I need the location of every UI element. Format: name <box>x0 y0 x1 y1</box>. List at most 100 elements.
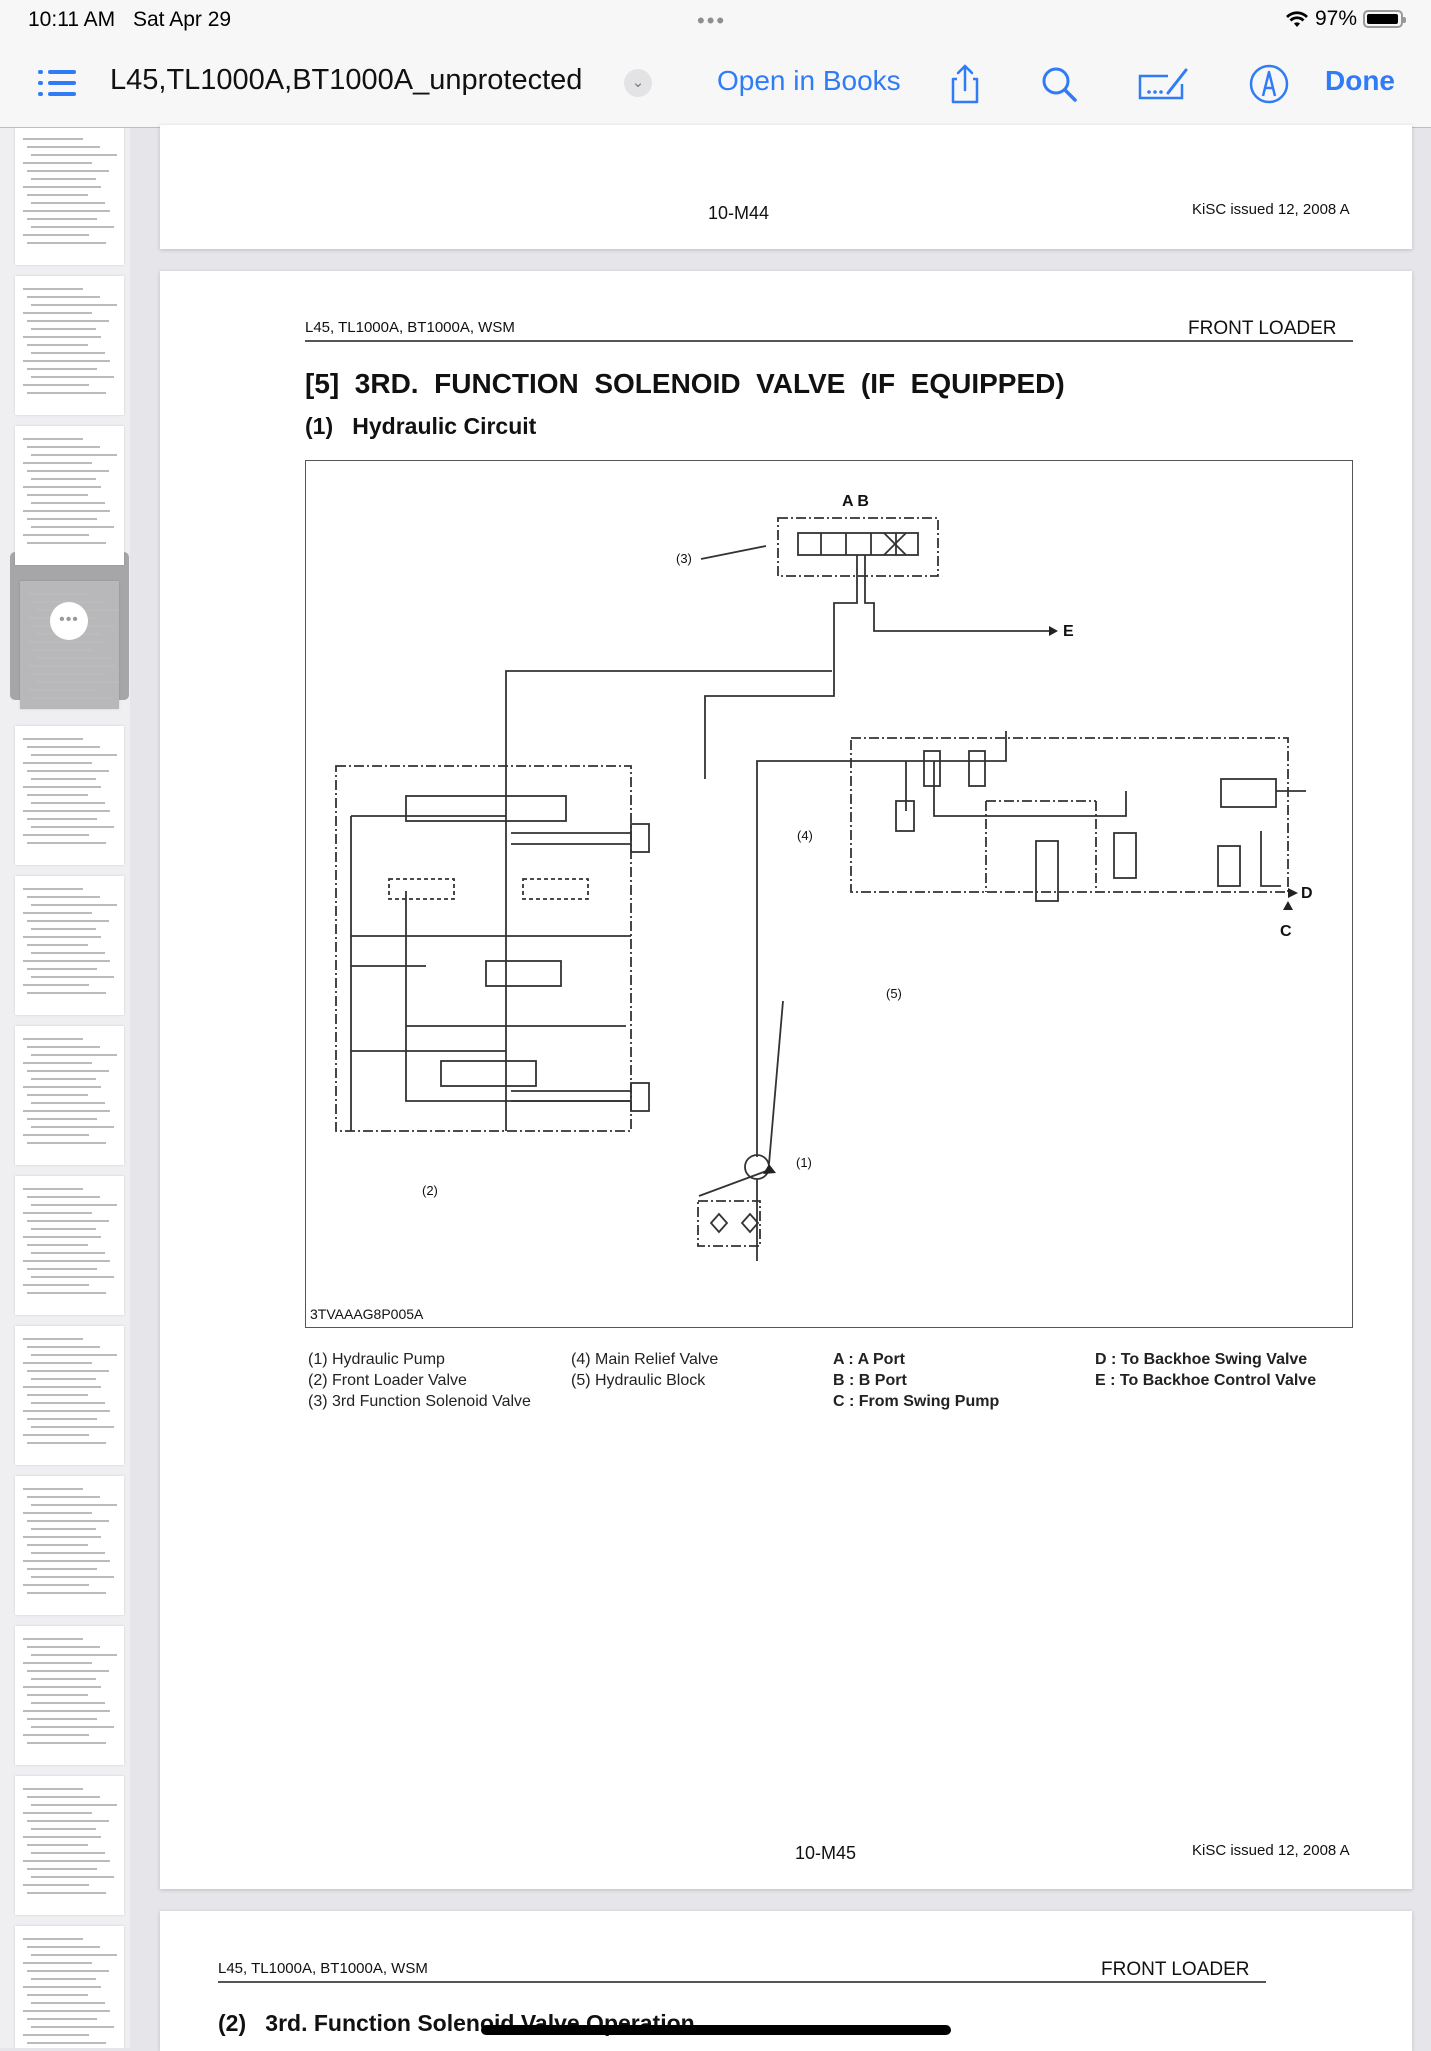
page-thumbnail[interactable] <box>15 1176 124 1315</box>
thumbnail-text-line <box>31 376 114 378</box>
page-thumbnail[interactable] <box>15 128 124 265</box>
thumbnail-text-line <box>23 138 83 140</box>
thumbnail-text-line <box>27 1820 109 1822</box>
document-title[interactable]: L45,TL1000A,BT1000A_unprotected <box>110 64 583 96</box>
thumbnail-text-line <box>31 904 117 906</box>
thumbnail-text-line <box>31 328 96 330</box>
wifi-icon <box>1285 11 1308 27</box>
thumbnail-text-line <box>27 968 97 970</box>
front-loader-valve-outline <box>335 765 632 1132</box>
thumbnail-sidebar[interactable] <box>0 128 130 2048</box>
thumbnail-text-line <box>23 1788 83 1790</box>
thumbnail-text-line <box>31 1876 114 1878</box>
page-thumbnail[interactable] <box>15 1326 124 1465</box>
thumbnail-text-line <box>27 896 100 898</box>
thumbnail-text-line <box>23 234 89 236</box>
open-in-books-button[interactable]: Open in Books <box>717 65 901 96</box>
section-title: [5] 3RD. FUNCTION SOLENOID VALVE (IF EQU… <box>305 368 1065 399</box>
thumbnail-more-button[interactable]: ••• <box>50 602 88 640</box>
thumbnail-text-line <box>23 1188 83 1190</box>
thumbnail-text-line <box>31 1804 117 1806</box>
thumbnail-text-line <box>31 1204 117 1206</box>
thumbnail-text-line <box>27 296 100 298</box>
thumbnail-text-line <box>31 454 117 456</box>
thumbnail-text-line <box>31 154 117 156</box>
thumbnail-text-line <box>32 697 111 699</box>
callout-2: (2) <box>422 1183 438 1198</box>
thumbnail-text-line <box>27 368 97 370</box>
callout-3: (3) <box>676 551 692 566</box>
thumbnail-text-line <box>23 1986 101 1988</box>
multitask-indicator[interactable]: ••• <box>697 8 727 33</box>
thumbnail-text-line <box>27 1868 97 1870</box>
thumbnail-text-line <box>27 1418 97 1420</box>
thumbnail-text-line <box>23 912 92 914</box>
signature-icon[interactable] <box>1136 62 1192 106</box>
thumbnail-text-line <box>27 770 109 772</box>
solenoid-valve-outline <box>777 517 939 577</box>
thumbnail-text-line <box>23 1488 83 1490</box>
thumbnail-text-line <box>23 834 89 836</box>
thumbnail-text-line <box>31 352 105 354</box>
page-thumbnail[interactable] <box>15 1926 124 2048</box>
thumbnail-text-line <box>31 778 96 780</box>
home-indicator[interactable] <box>481 2025 951 2035</box>
thumbnail-text-line <box>31 754 117 756</box>
thumbnail-text-line <box>28 689 94 691</box>
thumbnail-text-line <box>27 170 109 172</box>
thumbnail-text-line <box>31 478 96 480</box>
status-date: Sat Apr 29 <box>133 8 232 31</box>
thumbnail-text-line <box>27 794 88 796</box>
thumbnail-text-line <box>27 1292 106 1294</box>
page-thumbnail[interactable] <box>15 426 124 565</box>
thumbnail-text-line <box>31 1678 96 1680</box>
thumbnail-text-line <box>23 1260 110 1262</box>
page-thumbnail[interactable] <box>15 1026 124 1165</box>
share-icon[interactable] <box>943 62 987 106</box>
issue-info: KiSC issued 12, 2008 A <box>1192 201 1350 218</box>
thumbnail-text-line <box>31 1426 114 1428</box>
thumbnail-text-line <box>23 1734 89 1736</box>
thumbnail-text-line <box>27 1442 106 1444</box>
thumbnail-text-line <box>31 952 105 954</box>
thumbnail-text-line <box>27 194 88 196</box>
done-button[interactable]: Done <box>1325 65 1395 96</box>
thumbnail-text-line <box>23 1686 101 1688</box>
page-thumbnail[interactable] <box>15 876 124 1015</box>
chevron-down-icon[interactable]: ⌄ <box>624 69 652 97</box>
page-thumbnail[interactable] <box>20 581 119 709</box>
page-thumbnail[interactable] <box>15 726 124 865</box>
thumbnail-text-line <box>27 746 100 748</box>
thumbnail-text-line <box>31 1954 117 1956</box>
status-time: 10:11 AM <box>28 8 116 31</box>
legend-item: (5) Hydraulic Block <box>571 1372 706 1389</box>
page-thumbnail[interactable] <box>15 1626 124 1765</box>
markup-icon[interactable] <box>1247 62 1291 106</box>
thumbnail-text-line <box>23 1110 110 1112</box>
thumbnail-text-line <box>27 1142 106 1144</box>
navigation-bar: L45,TL1000A,BT1000A_unprotected ⌄ Open i… <box>0 40 1431 128</box>
thumbnail-text-line <box>27 1094 88 1096</box>
page-thumbnail[interactable] <box>15 1776 124 1915</box>
thumbnail-text-line <box>27 470 109 472</box>
callout-5: (5) <box>886 986 902 1001</box>
search-icon[interactable] <box>1037 62 1081 106</box>
thumbnail-text-line <box>27 1844 88 1846</box>
subsection-title: (1) Hydraulic Circuit <box>305 413 537 439</box>
thumbnail-text-line <box>27 518 97 520</box>
page-thumbnail[interactable] <box>15 1476 124 1615</box>
thumbnail-text-line <box>23 762 92 764</box>
callout-1: (1) <box>796 1155 812 1170</box>
pdf-page-prev: 10-M44 KiSC issued 12, 2008 A <box>160 125 1412 249</box>
thumbnail-text-line <box>32 673 102 675</box>
thumbnail-text-line <box>27 1118 97 1120</box>
thumbnail-text-line <box>27 446 100 448</box>
legend-item: B : B Port <box>833 1372 907 1389</box>
list-icon[interactable] <box>38 68 76 98</box>
page-thumbnail[interactable] <box>15 276 124 415</box>
thumbnail-text-line <box>23 888 83 890</box>
label-port-d: D <box>1301 885 1313 902</box>
thumbnail-text-line <box>23 936 101 938</box>
thumbnail-text-line <box>27 1544 88 1546</box>
thumbnail-text-line <box>23 1860 110 1862</box>
